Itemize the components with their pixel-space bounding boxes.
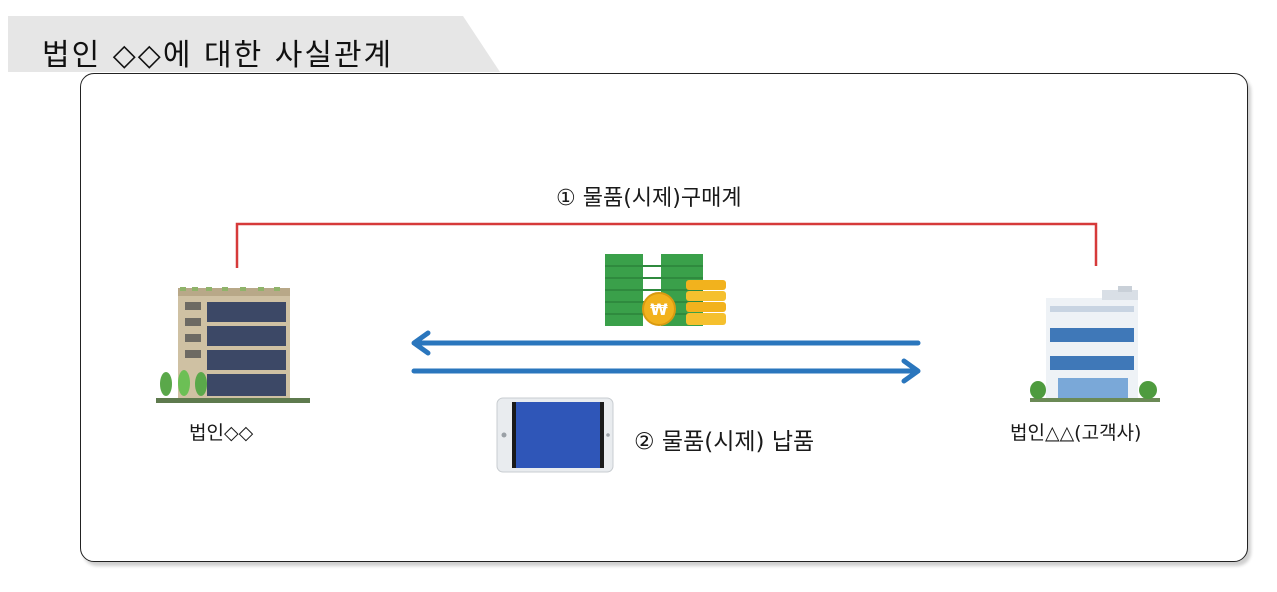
left-building-icon: [156, 287, 310, 403]
right-building-icon: [1030, 286, 1160, 402]
delivery-label: ② 물품(시제) 납품: [634, 429, 815, 455]
contract-relation-line: [235, 222, 1098, 268]
delivery-arrow-right: [411, 358, 921, 384]
payment-arrow-left: [411, 330, 921, 356]
section-title-tab: 법인 ◇◇에 대한 사실관계: [8, 16, 500, 73]
contract-relation-label: ① 물품(시제)구매계: [556, 186, 742, 211]
left-entity-label: 법인◇◇: [189, 422, 254, 444]
currency-symbol: ₩: [650, 300, 668, 319]
tablet-icon: [496, 397, 614, 473]
right-entity-label: 법인△△(고객사): [1010, 422, 1142, 444]
section-title: 법인 ◇◇에 대한 사실관계: [42, 38, 394, 73]
money-stack-icon: ₩: [605, 254, 726, 326]
